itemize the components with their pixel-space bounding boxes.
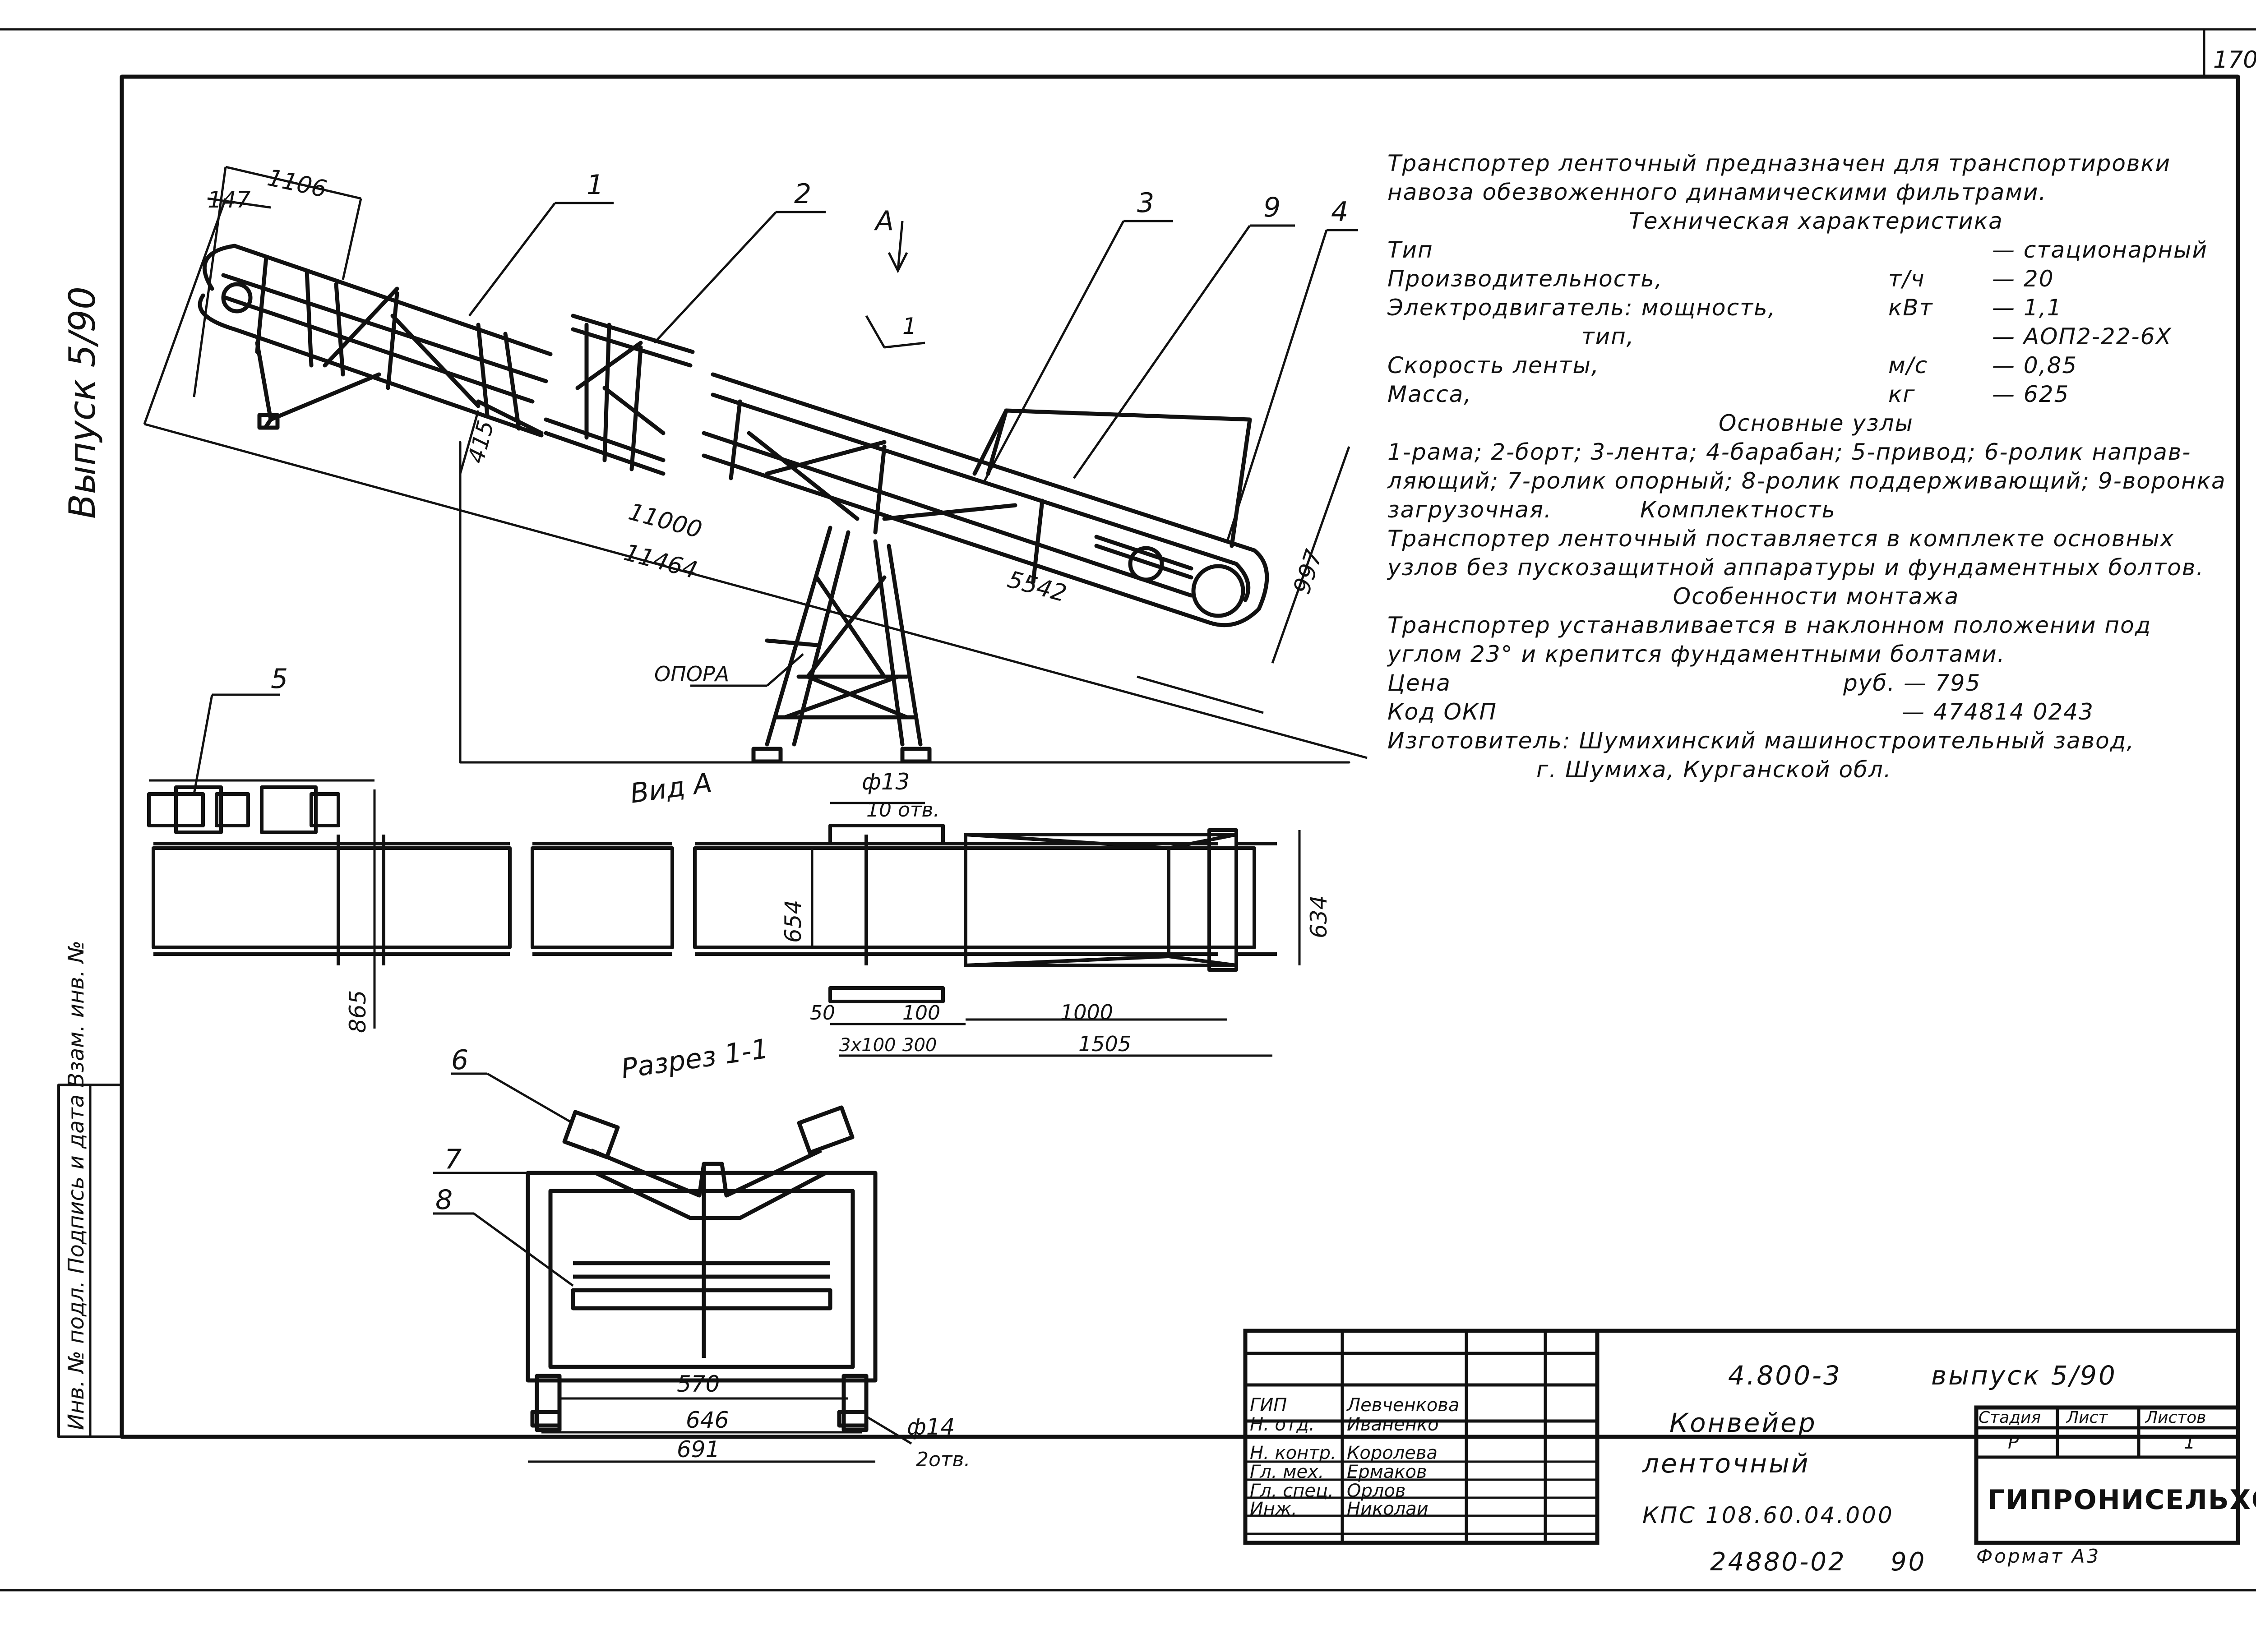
dim-11000: 11000 xyxy=(626,498,705,544)
spec-okp-row: Код ОКП— 474814 0243 xyxy=(1387,699,2094,725)
spec-completeness-2: узлов без пускозащитной аппаратуры и фун… xyxy=(1387,554,2205,581)
dim-1000: 1000 xyxy=(1060,1000,1113,1024)
name-0: Левченкова xyxy=(1347,1395,1460,1416)
dim-415: 415 xyxy=(463,418,499,466)
dim-654: 654 xyxy=(780,900,806,943)
dim-865: 865 xyxy=(345,990,371,1033)
callout-8: 8 xyxy=(435,1184,453,1216)
stage-value: Р xyxy=(2008,1432,2019,1453)
specification-text: Транспортер ленточный предназначен для т… xyxy=(1387,149,2245,784)
spec-completeness-1: Транспортер ленточный поставляется в ком… xyxy=(1387,526,2175,552)
page-number: 170 xyxy=(2213,46,2256,74)
spec-mount-2: углом 23° и крепится фундаментными болта… xyxy=(1387,641,2006,667)
role-0: ГИП xyxy=(1250,1395,1287,1416)
dim-100: 100 xyxy=(902,1001,940,1024)
spec-row: Производительность,т/ч— 20 xyxy=(1387,266,2054,292)
spec-intro-1: Транспортер ленточный предназначен для т… xyxy=(1387,150,2171,176)
archive-year: 90 xyxy=(1891,1547,1927,1577)
spec-mount-heading: Особенности монтажа xyxy=(1673,583,1960,609)
sheet-header: Лист xyxy=(2066,1408,2108,1427)
role-4: Гл. спец. xyxy=(1250,1481,1334,1501)
spec-units-2: ляющий; 7-ролик опорный; 8-ролик поддерж… xyxy=(1387,468,2226,494)
dim-11464: 11464 xyxy=(621,539,700,585)
view-a-plan xyxy=(147,785,1277,1003)
spec-intro-2: навоза обезвоженного динамическими фильт… xyxy=(1387,179,2047,205)
section-holes-count: 2отв. xyxy=(916,1448,970,1471)
issue-label: выпуск 5/90 xyxy=(1931,1360,2117,1391)
dim-300: 300 xyxy=(902,1035,937,1056)
spec-row: Скорость ленты,м/с— 0,85 xyxy=(1387,352,2078,378)
spec-completeness-heading: Комплектность xyxy=(1640,497,1836,523)
dim-570: 570 xyxy=(677,1371,720,1397)
section-1-1 xyxy=(526,1105,878,1432)
dim-997: 997 xyxy=(1288,546,1328,597)
role-3: Гл. мех. xyxy=(1250,1462,1324,1482)
section-hole-label: ф14 xyxy=(907,1414,955,1440)
spec-row: тип,— АОП2-22-6Х xyxy=(1387,323,2172,350)
view-a-title: Вид А xyxy=(628,767,714,810)
margin-stamp-labels: Инв. № подл. Подпись и дата Взам. инв. № xyxy=(64,941,89,1430)
name-4: Орлов xyxy=(1347,1481,1406,1501)
dim-147: 147 xyxy=(208,187,251,213)
organization-name: ГИПРОНИСЕЛЬХОЗ xyxy=(1988,1484,2256,1516)
callout-2: 2 xyxy=(794,178,811,210)
doc-code: 4.800-3 xyxy=(1728,1360,1842,1391)
spec-units-1: 1-рама; 2-борт; 3-лента; 4-барабан; 5-пр… xyxy=(1387,439,2191,465)
title-line-2: ленточный xyxy=(1642,1448,1810,1479)
role-5: Инж. xyxy=(1250,1499,1297,1519)
callout-7: 7 xyxy=(444,1144,462,1175)
support-label: ОПОРА xyxy=(654,662,729,686)
dim-1106: 1106 xyxy=(265,164,329,203)
sheets-value: 1 xyxy=(2184,1432,2196,1453)
section-title: Разрез 1-1 xyxy=(619,1033,770,1085)
name-3: Ермаков xyxy=(1347,1462,1427,1482)
view-a-hole-label: ф13 xyxy=(862,769,910,795)
name-2: Королева xyxy=(1347,1443,1438,1463)
spec-maker-1: Изготовитель: Шумихинский машиностроител… xyxy=(1387,728,2135,754)
dim-691: 691 xyxy=(677,1436,720,1463)
callout-1: 1 xyxy=(587,169,604,201)
role-1: Н. отд. xyxy=(1250,1414,1315,1435)
dim-1505: 1505 xyxy=(1078,1032,1131,1056)
callout-4: 4 xyxy=(1331,196,1348,228)
archive-number: 24880-02 xyxy=(1710,1547,1846,1577)
name-1: Иваненко xyxy=(1347,1414,1439,1435)
callout-9: 9 xyxy=(1263,192,1281,223)
spec-mount-1: Транспортер устанавливается в наклонном … xyxy=(1387,612,2152,638)
role-2: Н. контр. xyxy=(1250,1443,1336,1463)
side-issue-label: Выпуск 5/90 xyxy=(61,286,103,519)
spec-row: Масса,кг— 625 xyxy=(1387,381,2070,407)
spec-row: Электродвигатель: мощность,кВт— 1,1 xyxy=(1387,295,2062,321)
format-label: Формат А3 xyxy=(1976,1545,2101,1567)
view-a-holes-count: 10 отв. xyxy=(866,798,939,821)
main-view-conveyor xyxy=(198,244,1350,764)
title-block xyxy=(1243,1329,2240,1545)
dim-646: 646 xyxy=(686,1407,729,1433)
title-line-3: КПС 108.60.04.000 xyxy=(1642,1502,1894,1528)
callout-6: 6 xyxy=(451,1044,468,1076)
title-line-1: Конвейер xyxy=(1669,1407,1817,1438)
spec-tech-heading: Техническая характеристика xyxy=(1629,208,2003,234)
view-arrow-label: А xyxy=(874,205,894,237)
spec-row: Тип— стационарный xyxy=(1387,237,2208,263)
dim-634: 634 xyxy=(1306,895,1332,938)
callout-5: 5 xyxy=(271,663,288,695)
spec-maker-2: г. Шумиха, Курганской обл. xyxy=(1536,757,1892,783)
dim-3x100: 3х100 xyxy=(839,1035,896,1056)
sheets-header: Листов xyxy=(2145,1408,2206,1427)
stage-header: Стадия xyxy=(1979,1408,2041,1427)
section-mark-label: 1 xyxy=(902,313,917,339)
spec-units-3: загрузочная. xyxy=(1387,497,1552,523)
name-5: Николаи xyxy=(1347,1499,1428,1519)
spec-units-heading: Основные узлы xyxy=(1718,410,1914,436)
callout-3: 3 xyxy=(1137,187,1154,219)
dim-50: 50 xyxy=(810,1001,835,1024)
